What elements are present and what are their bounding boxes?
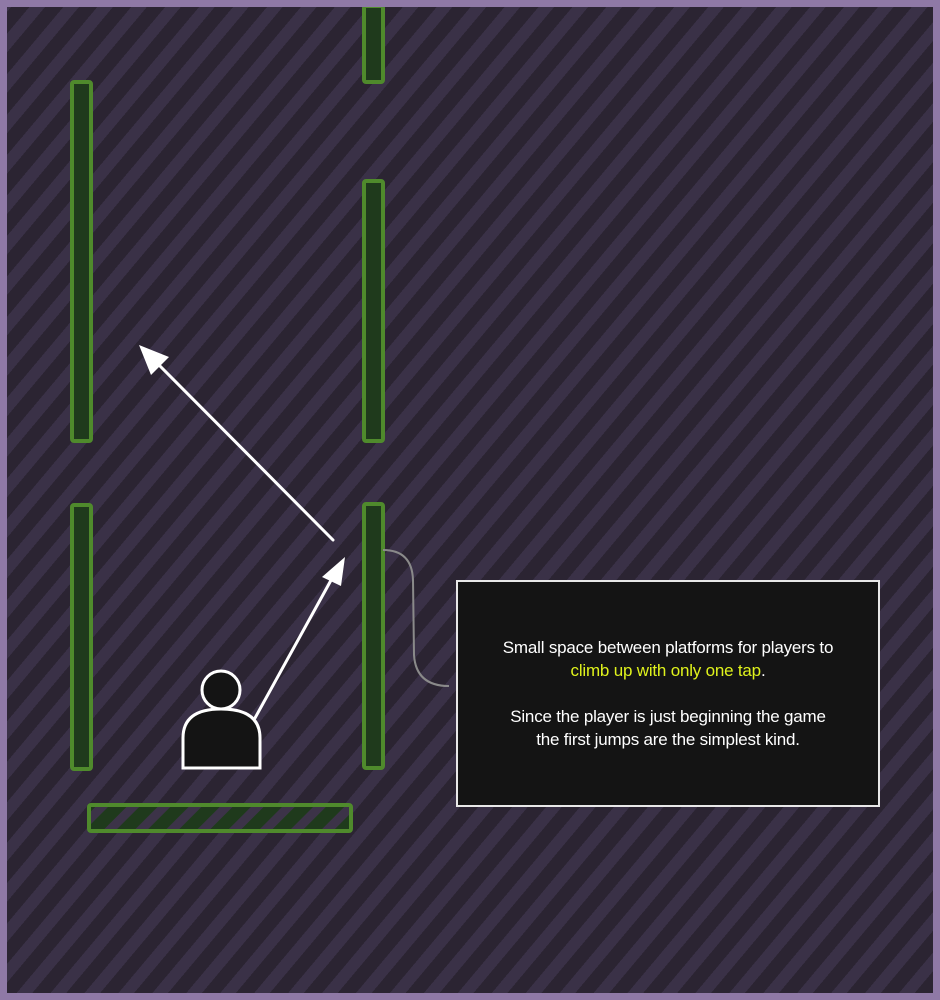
jump-arrow-second (154, 360, 335, 542)
player-icon (181, 669, 262, 770)
platform-floor (87, 803, 353, 833)
design-note-callout: Small space between platforms for player… (456, 580, 880, 807)
arrow-icon (154, 360, 337, 720)
jump-arrow-first-head (322, 557, 345, 586)
platform-center-lower (362, 502, 385, 770)
platform-top-center (362, 7, 385, 84)
callout-line-2: climb up with only one tap. (571, 659, 766, 682)
platform-left-lower (70, 503, 93, 771)
player-body (181, 707, 262, 770)
callout-line-3: Since the player is just beginning the g… (510, 707, 826, 726)
callout-line-4: the first jumps are the simplest kind. (536, 730, 800, 749)
jump-arrow-second-head (139, 345, 169, 375)
player-head (200, 669, 242, 711)
jump-arrow-first (253, 571, 337, 720)
callout-connector (382, 549, 450, 687)
platform-center-upper (362, 179, 385, 443)
platform-left-upper (70, 80, 93, 443)
callout-highlight: climb up with only one tap (570, 661, 762, 680)
callout-line-1: Small space between platforms for player… (502, 638, 834, 657)
callout-highlight-suffix: . (760, 661, 766, 680)
